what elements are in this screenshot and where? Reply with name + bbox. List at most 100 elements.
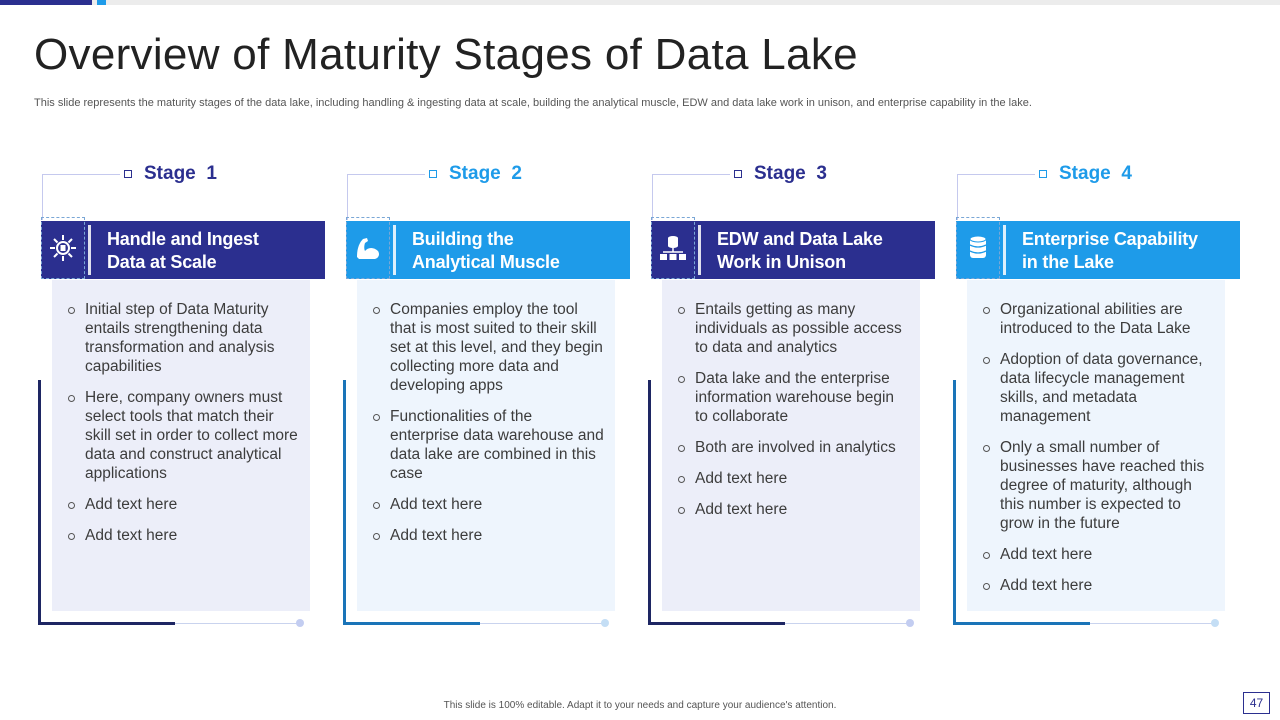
page-number: 47 [1243, 692, 1270, 714]
top-decor-bar [0, 0, 1280, 5]
flexed-arm-icon [357, 238, 379, 259]
bullet-list: Initial step of Data Maturity entails st… [52, 280, 310, 545]
stage-title: Building the Analytical Muscle [412, 228, 626, 274]
stage-card-3: Stage 3 EDW and Data Lake Work in Unison… [648, 160, 950, 630]
bullet-item: Add text here [678, 469, 910, 488]
stage-label-text: Stage [449, 163, 501, 184]
accent-line-bottom [38, 622, 175, 625]
accent-end-dot [1211, 619, 1219, 627]
stage-icon-box [651, 217, 695, 279]
stage-marker [124, 170, 132, 178]
accent-line-bottom [343, 622, 480, 625]
accent-line-left [648, 380, 651, 625]
stage-title-line: Data at Scale [107, 252, 217, 272]
stage-header: Handle and Ingest Data at Scale [41, 217, 325, 279]
bullet-item: Initial step of Data Maturity entails st… [68, 300, 300, 376]
stage-title: EDW and Data Lake Work in Unison [717, 228, 931, 274]
bullet-item: Add text here [68, 495, 300, 514]
stage-title-line: in the Lake [1022, 252, 1114, 272]
stage-header: Enterprise Capability in the Lake [956, 217, 1240, 279]
stage-outline-left [652, 174, 653, 220]
stage-title-line: EDW and Data Lake [717, 229, 883, 249]
stage-label-text: Stage [754, 163, 806, 184]
accent-end-dot [906, 619, 914, 627]
stage-title-line: Analytical Muscle [412, 252, 560, 272]
accent-line-left [343, 380, 346, 625]
header-divider [88, 225, 91, 275]
bullet-list: Companies employ the tool that is most s… [357, 280, 615, 545]
bullet-item: Add text here [373, 495, 605, 514]
gear-data-icon [50, 235, 76, 261]
stage-icon-box [956, 217, 1000, 279]
footer-note: This slide is 100% editable. Adapt it to… [443, 700, 837, 711]
stage-title-line: Work in Unison [717, 252, 846, 272]
stage-label: Stage 1 [144, 163, 217, 185]
stage-title: Enterprise Capability in the Lake [1022, 228, 1236, 274]
stage-label-text: Stage [1059, 163, 1111, 184]
accent-thin-line [1090, 623, 1215, 624]
stage-outline-left [957, 174, 958, 220]
header-divider [1003, 225, 1006, 275]
stage-number: 2 [511, 163, 522, 184]
stage-outline-left [347, 174, 348, 220]
stage-marker [1039, 170, 1047, 178]
stage-number: 3 [816, 163, 827, 184]
header-divider [698, 225, 701, 275]
bullet-item: Entails getting as many individuals as p… [678, 300, 910, 357]
accent-thin-line [480, 623, 605, 624]
accent-thin-line [175, 623, 300, 624]
page-title: Overview of Maturity Stages of Data Lake [34, 30, 858, 79]
stage-content-panel: Organizational abilities are introduced … [967, 280, 1225, 611]
bullet-item: Add text here [678, 500, 910, 519]
stage-content-panel: Companies employ the tool that is most s… [357, 280, 615, 611]
stage-outline-top [957, 174, 1035, 175]
accent-line-left [38, 380, 41, 625]
bullet-list: Organizational abilities are introduced … [967, 280, 1225, 595]
bullet-item: Add text here [983, 576, 1215, 595]
accent-thin-line [785, 623, 910, 624]
stage-icon-box [41, 217, 85, 279]
bullet-item: Companies employ the tool that is most s… [373, 300, 605, 395]
bullet-item: Adoption of data governance, data lifecy… [983, 350, 1215, 426]
bullet-item: Add text here [373, 526, 605, 545]
header-divider [393, 225, 396, 275]
database-cylinder-icon [969, 235, 987, 258]
bullet-item: Organizational abilities are introduced … [983, 300, 1215, 338]
bullet-item: Add text here [68, 526, 300, 545]
bullet-item: Both are involved in analytics [678, 438, 910, 457]
database-network-icon [660, 236, 686, 260]
stage-marker [734, 170, 742, 178]
top-decor-blue-segment [97, 0, 106, 5]
top-decor-navy-segment [0, 0, 92, 5]
bullet-item: Functionalities of the enterprise data w… [373, 407, 605, 483]
bullet-item: Only a small number of businesses have r… [983, 438, 1215, 533]
stage-outline-top [347, 174, 425, 175]
stage-label: Stage 3 [754, 163, 827, 185]
accent-end-dot [601, 619, 609, 627]
stage-outline-top [42, 174, 120, 175]
stage-title: Handle and Ingest Data at Scale [107, 228, 321, 274]
accent-line-left [953, 380, 956, 625]
stage-number: 1 [206, 163, 217, 184]
stage-title-line: Handle and Ingest [107, 229, 259, 249]
stage-label: Stage 2 [449, 163, 522, 185]
page-subtitle: This slide represents the maturity stage… [34, 97, 1032, 109]
stage-header: EDW and Data Lake Work in Unison [651, 217, 935, 279]
stage-number: 4 [1121, 163, 1132, 184]
stage-marker [429, 170, 437, 178]
bullet-item: Add text here [983, 545, 1215, 564]
bullet-item: Here, company owners must select tools t… [68, 388, 300, 483]
stage-header: Building the Analytical Muscle [346, 217, 630, 279]
bullet-list: Entails getting as many individuals as p… [662, 280, 920, 519]
stage-title-line: Building the [412, 229, 514, 249]
accent-line-bottom [648, 622, 785, 625]
bullet-item: Data lake and the enterprise information… [678, 369, 910, 426]
stage-icon-box [346, 217, 390, 279]
stage-outline-left [42, 174, 43, 220]
stage-content-panel: Entails getting as many individuals as p… [662, 280, 920, 611]
stage-outline-top [652, 174, 730, 175]
stage-card-1: Stage 1 Handle and Ingest Data at Scale [38, 160, 340, 630]
stage-label: Stage 4 [1059, 163, 1132, 185]
stage-label-text: Stage [144, 163, 196, 184]
accent-line-bottom [953, 622, 1090, 625]
